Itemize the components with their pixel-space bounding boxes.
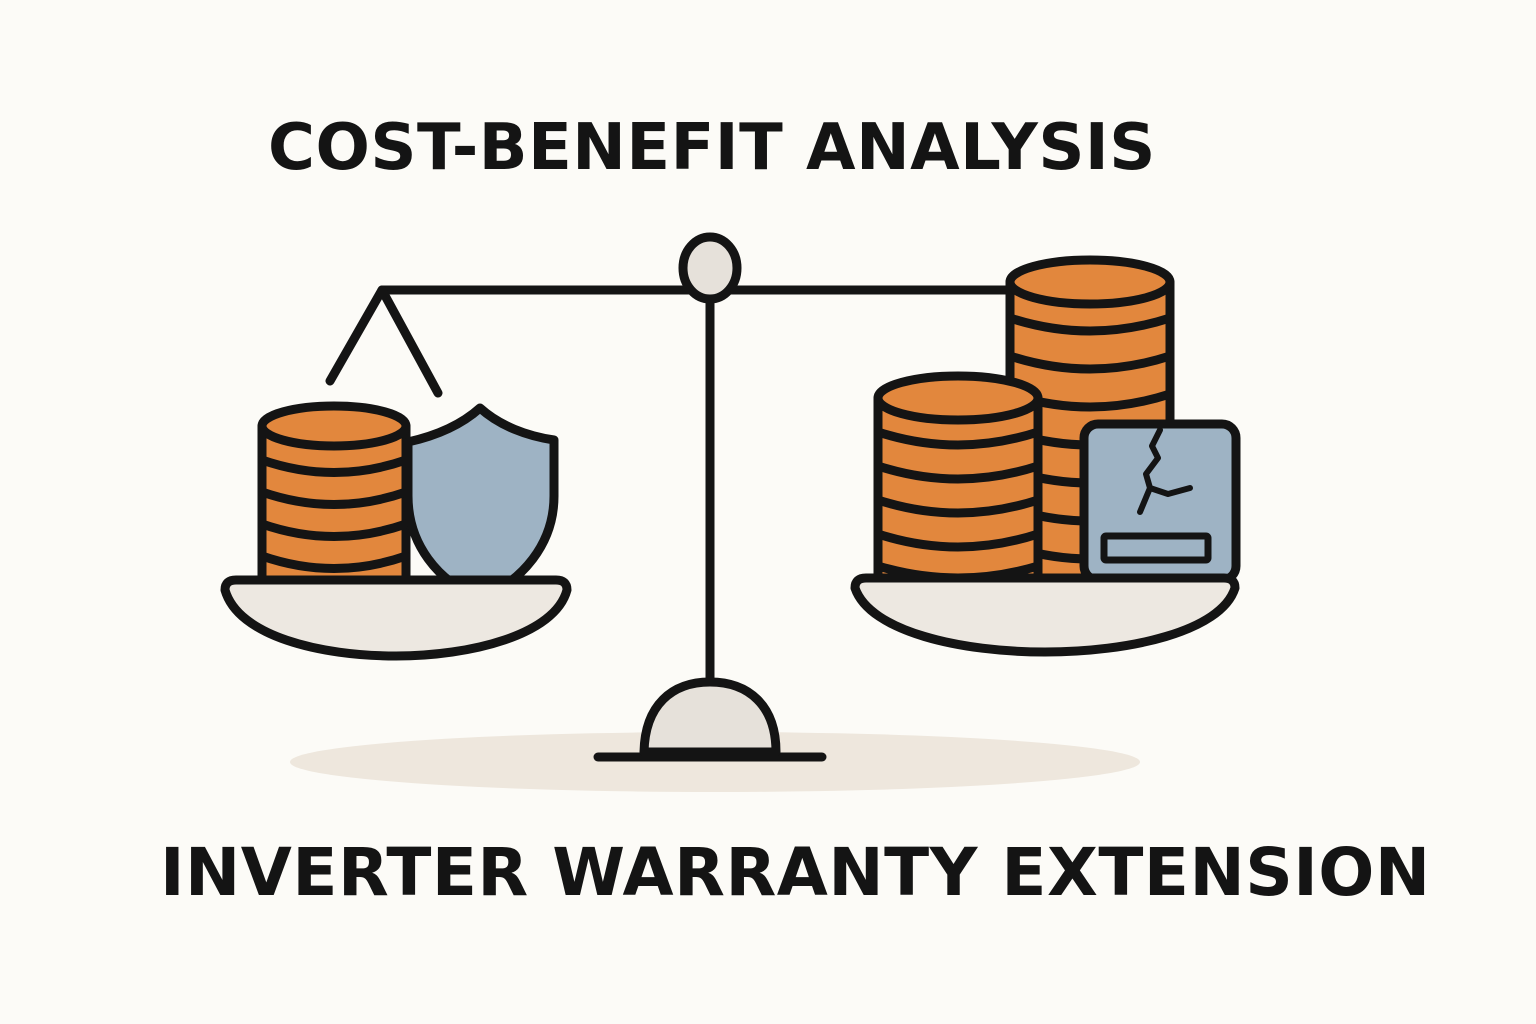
right-scale-pan [850, 573, 1240, 657]
left-scale-pan [220, 575, 572, 661]
title-cost-benefit-analysis: COST-BENEFIT ANALYSIS [268, 111, 1156, 185]
scale-base [639, 677, 781, 757]
title-inverter-warranty-extension: INVERTER WARRANTY EXTENSION [160, 834, 1431, 911]
coin-stack-icon [257, 401, 411, 589]
shield-icon [403, 403, 559, 603]
ground-shadow [290, 732, 1140, 792]
left-pan-hanger [325, 285, 443, 398]
broken-inverter-icon [1079, 419, 1241, 585]
coin-stack-icon [873, 371, 1043, 585]
scale-pivot [678, 232, 742, 304]
